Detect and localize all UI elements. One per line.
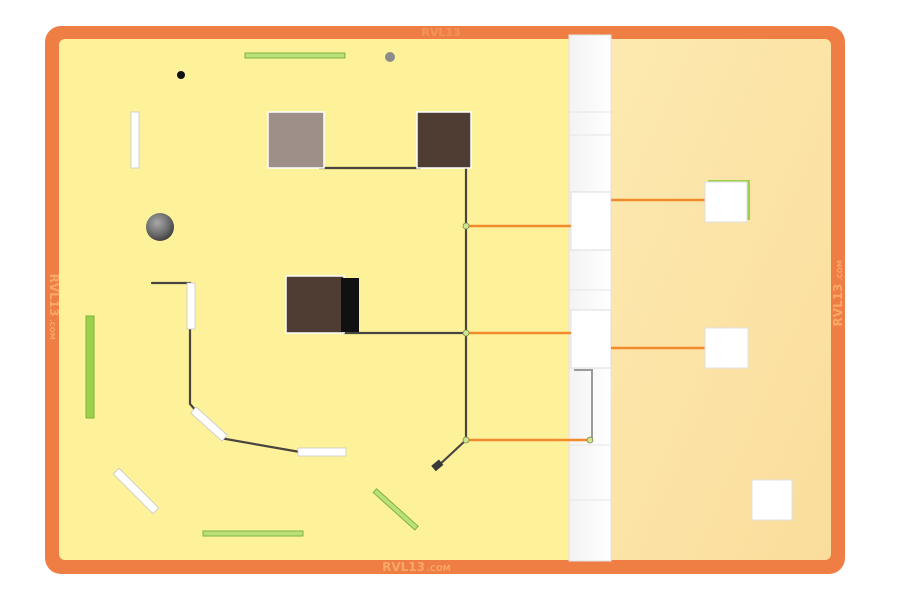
crate-dark-brown[interactable] xyxy=(416,111,472,169)
switch-lever[interactable] xyxy=(431,459,444,472)
watermark-top: RVL13 xyxy=(421,26,460,39)
crate-brown-large[interactable] xyxy=(285,275,359,334)
junction-nodes xyxy=(462,222,594,444)
svg-text:RVL13: RVL13 xyxy=(47,274,61,317)
divider-wall xyxy=(568,34,612,562)
watermark-left: RVL13 .COM xyxy=(47,274,61,340)
green-bars[interactable] xyxy=(85,52,419,537)
svg-text:RVL13: RVL13 xyxy=(421,26,460,39)
wires xyxy=(150,166,468,469)
crate-grey[interactable] xyxy=(267,111,325,169)
mine-icon xyxy=(385,52,395,62)
watermark-right: RVL13 .COM xyxy=(831,260,845,326)
svg-text:.COM: .COM xyxy=(427,564,451,573)
cube-white-bottom[interactable] xyxy=(751,479,793,521)
hole-icon xyxy=(177,71,185,79)
cube-green-top[interactable] xyxy=(704,180,750,223)
svg-text:RVL13: RVL13 xyxy=(382,560,425,574)
laser-beams xyxy=(466,198,708,442)
wall-door-1 xyxy=(570,191,612,251)
bomb-icon[interactable] xyxy=(146,213,174,241)
svg-text:RVL13: RVL13 xyxy=(831,284,845,327)
floor-right xyxy=(605,39,831,560)
crate-black-side xyxy=(341,278,359,332)
svg-text:.COM: .COM xyxy=(48,319,56,340)
wall-door-2 xyxy=(570,309,612,369)
cube-white-middle[interactable] xyxy=(704,327,749,369)
watermark-bottom: RVL13 .COM xyxy=(382,560,451,574)
barrier-segments xyxy=(112,111,347,515)
svg-text:.COM: .COM xyxy=(836,260,844,281)
